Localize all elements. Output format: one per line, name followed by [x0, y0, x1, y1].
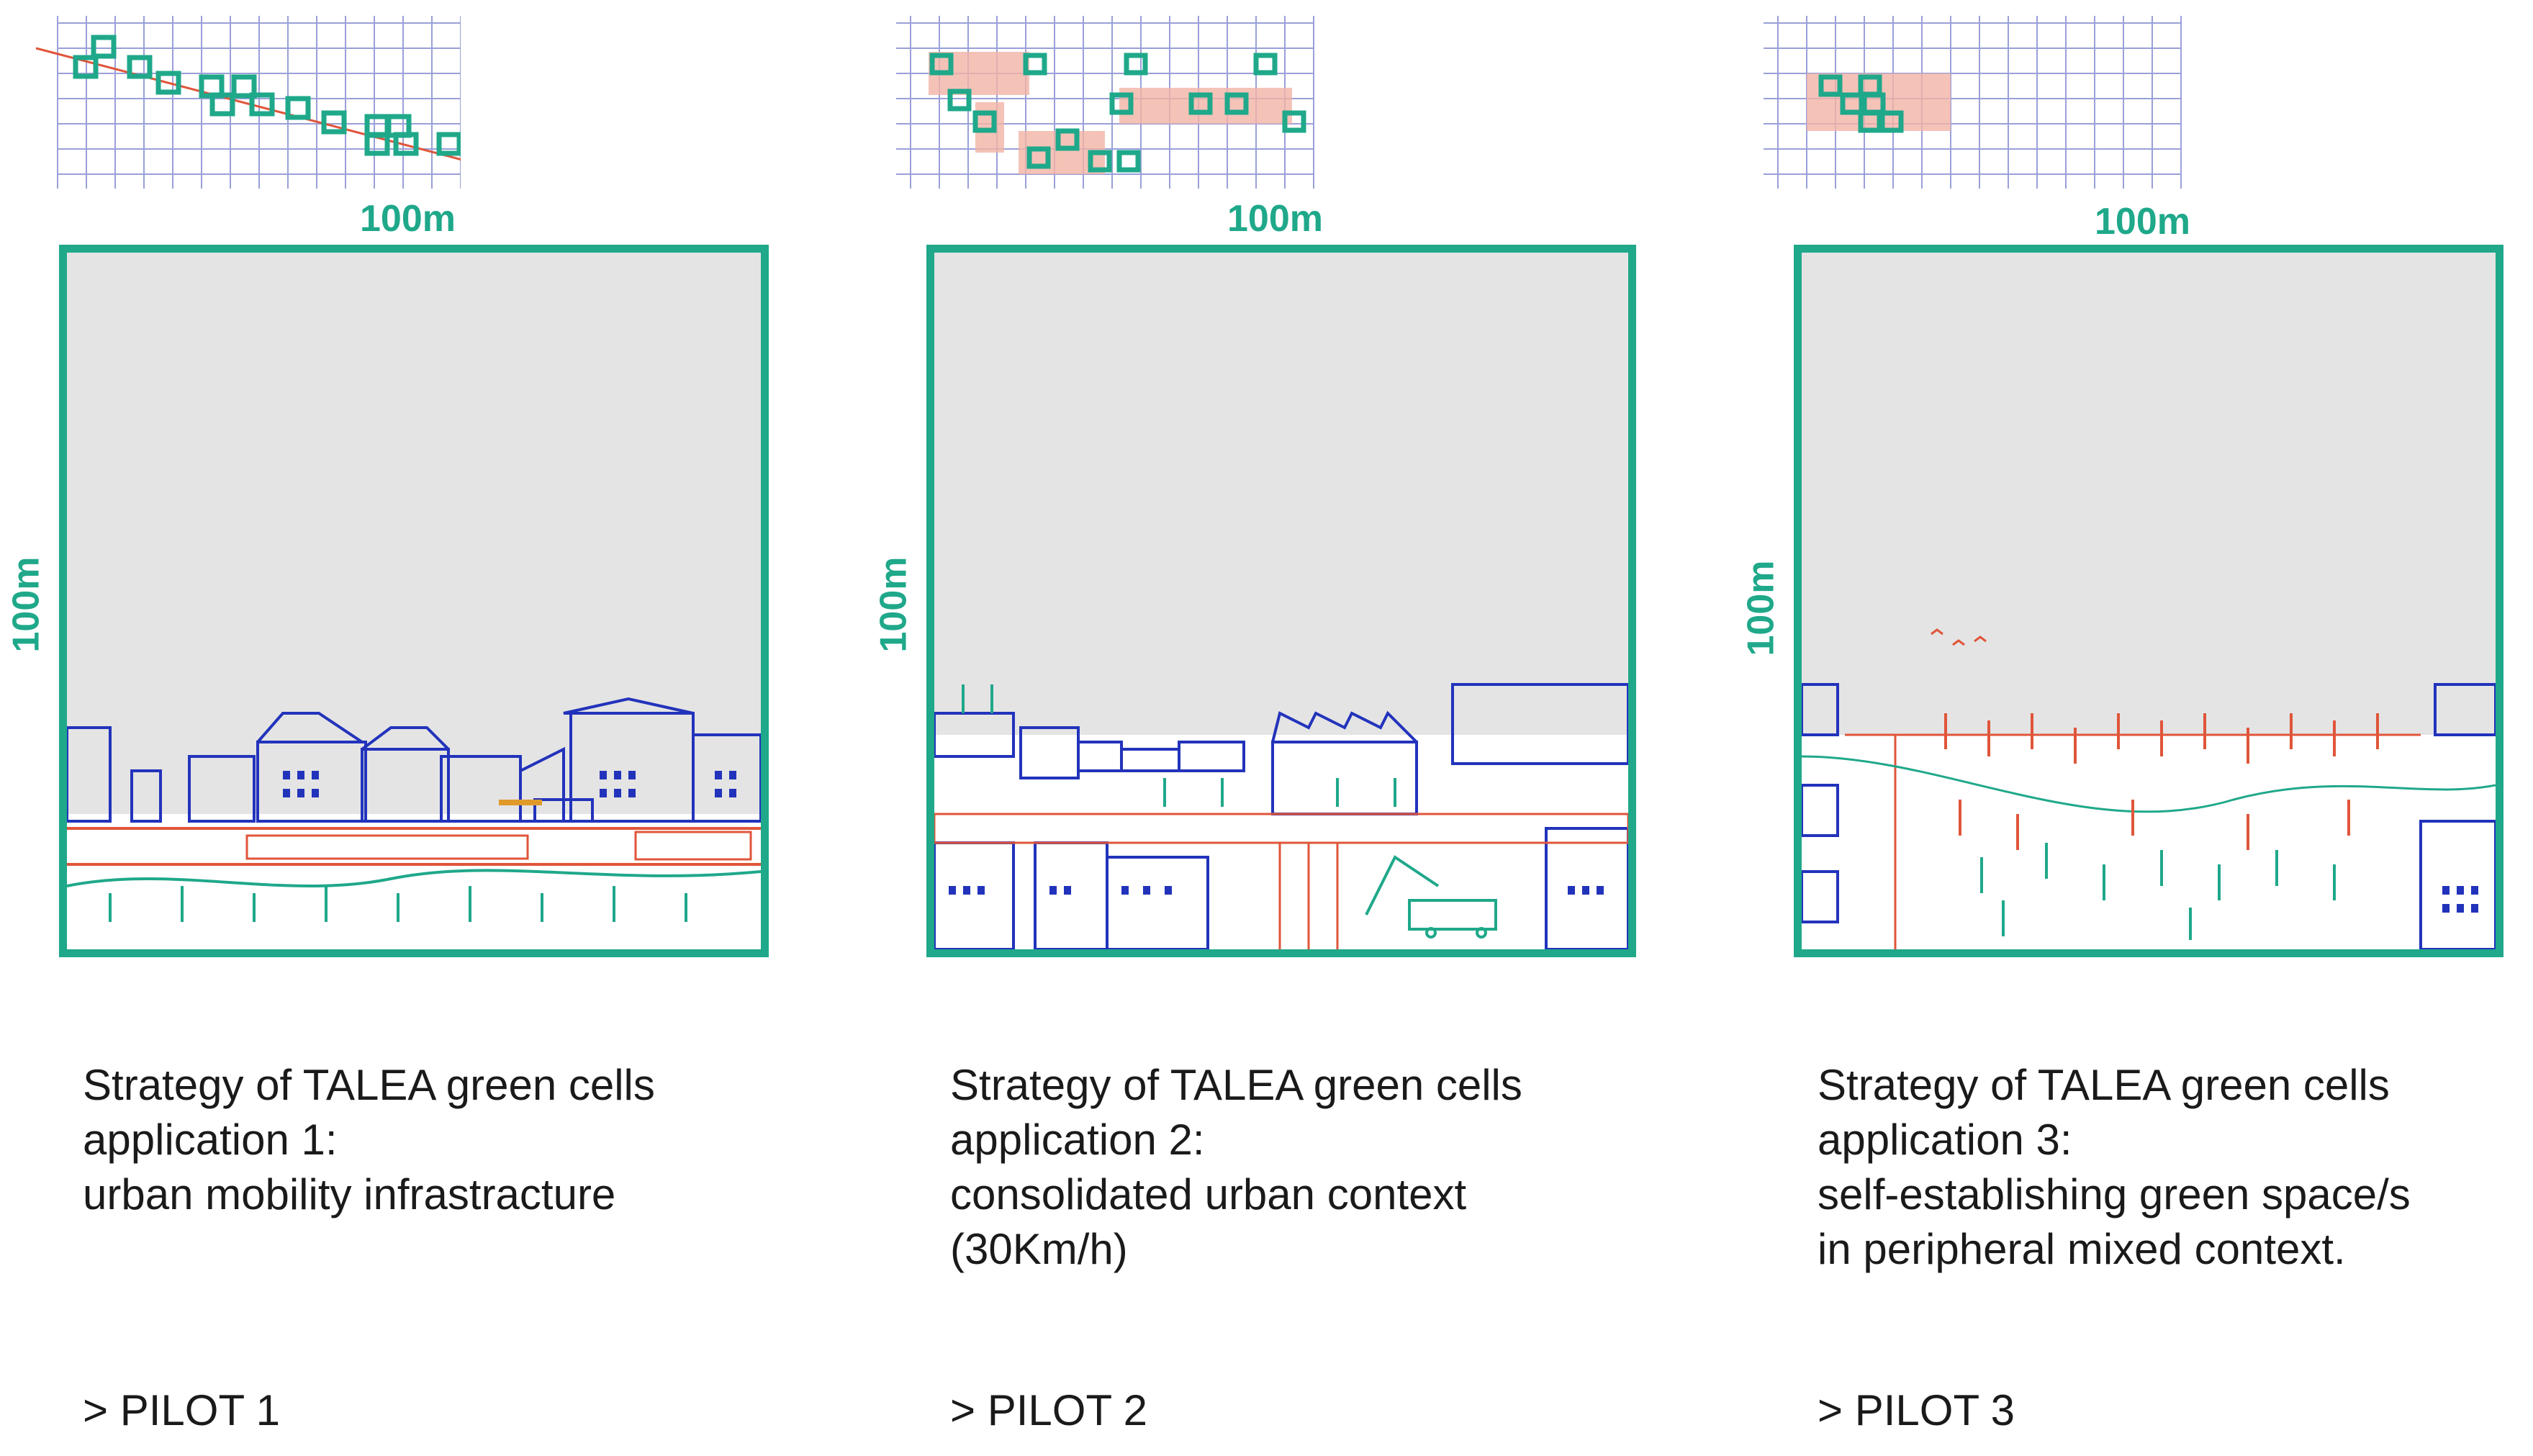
caption-line: in peripheral mixed context. [1818, 1225, 2346, 1273]
scale-label-horizontal: 100m [2095, 201, 2190, 243]
pilot-label: > PILOT 1 [83, 1386, 281, 1434]
caption: Strategy of TALEA green cells applicatio… [83, 1058, 803, 1222]
pilot-label: > PILOT 3 [1818, 1386, 2015, 1434]
cell-grid-minimap [35, 16, 461, 189]
caption-line: application 2: [950, 1116, 1205, 1164]
caption: Strategy of TALEA green cells applicatio… [950, 1058, 1670, 1277]
cell-grid-minimap [1764, 16, 2182, 189]
caption-line: application 1: [83, 1116, 338, 1164]
scale-label-vertical: 100m [5, 556, 48, 653]
cell-illustration-frame [926, 245, 1636, 957]
caption-line: Strategy of TALEA green cells [1818, 1061, 2390, 1109]
cell-illustration-frame [59, 245, 769, 957]
peripheral-green-space-illustration [1802, 628, 2496, 949]
cell-grid-minimap [896, 16, 1314, 189]
scale-label-vertical: 100m [1740, 560, 1782, 656]
caption-line: Strategy of TALEA green cells [83, 1061, 655, 1109]
pilot-label: > PILOT 2 [950, 1386, 1148, 1434]
caption-line: application 3: [1818, 1116, 2072, 1164]
panel-pilot-1: 100m 100m [0, 0, 806, 1456]
cell-illustration-frame [1794, 245, 2503, 957]
scale-label-horizontal: 100m [360, 198, 456, 240]
urban-mobility-illustration [67, 697, 761, 949]
panel-pilot-3: 100m 100m [1735, 0, 2533, 1456]
caption-line: consolidated urban context [950, 1170, 1467, 1218]
caption-line: urban mobility infrastracture [83, 1170, 616, 1218]
scale-label-horizontal: 100m [1227, 198, 1323, 240]
caption-line: Strategy of TALEA green cells [950, 1061, 1522, 1109]
caption-line: (30Km/h) [950, 1225, 1128, 1273]
caption: Strategy of TALEA green cells applicatio… [1818, 1058, 2533, 1277]
panel-pilot-2: 100m 100m [867, 0, 1674, 1456]
urban-context-illustration [934, 683, 1628, 949]
scale-label-vertical: 100m [872, 556, 915, 653]
caption-line: self-establishing green space/s [1818, 1170, 2411, 1218]
